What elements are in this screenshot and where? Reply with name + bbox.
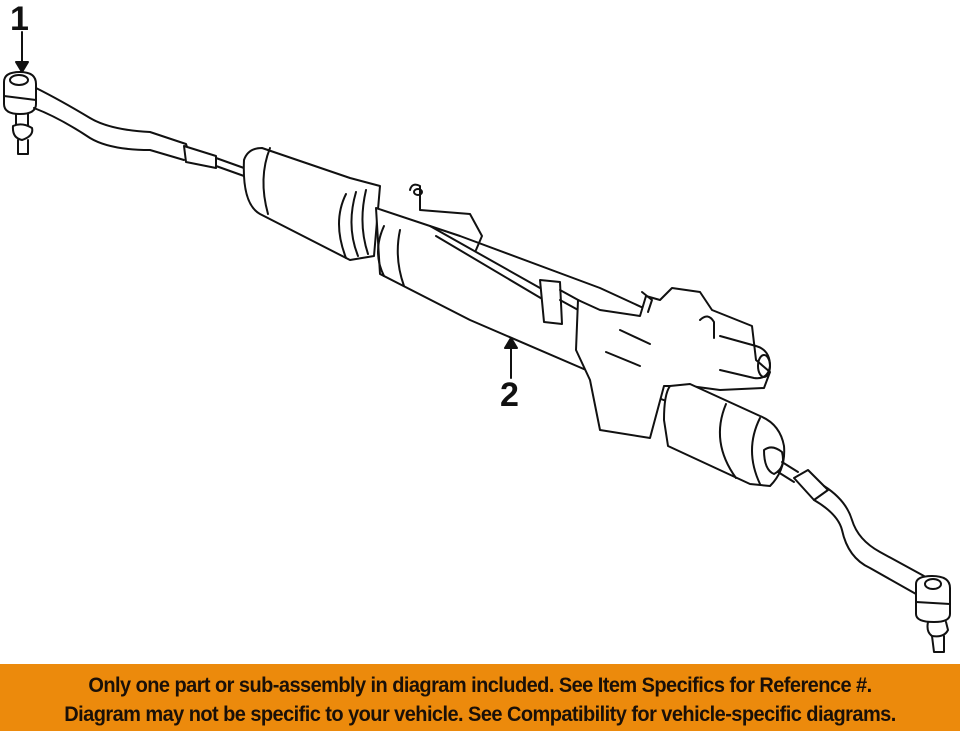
callout-2-arrow bbox=[504, 337, 518, 379]
left-tie-rod bbox=[33, 87, 245, 177]
right-motor-cylinder bbox=[663, 383, 786, 487]
parts-diagram bbox=[3, 31, 951, 653]
left-boot bbox=[242, 147, 381, 261]
disclaimer-banner: Only one part or sub-assembly in diagram… bbox=[0, 664, 960, 731]
right-tie-rod bbox=[777, 461, 925, 595]
pinion-valve-housing bbox=[575, 287, 771, 439]
banner-line-1: Only one part or sub-assembly in diagram… bbox=[88, 673, 872, 697]
callout-label-2: 2 bbox=[500, 376, 519, 414]
banner-line-2: Diagram may not be specific to your vehi… bbox=[64, 702, 896, 726]
callout-1-arrow bbox=[15, 31, 29, 73]
right-tie-rod-end bbox=[915, 575, 951, 653]
left-tie-rod-end bbox=[3, 71, 37, 155]
callout-label-1: 1 bbox=[10, 0, 29, 38]
